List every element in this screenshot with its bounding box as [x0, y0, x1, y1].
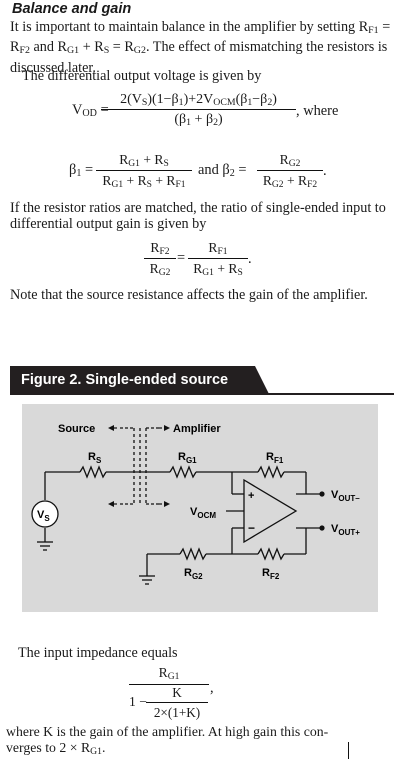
- paragraph-impedance: The input impedance equals: [18, 645, 178, 661]
- figure-panel: Source Amplifier RS RG1 RF1 RG2 RF2 VOCM…: [22, 404, 378, 612]
- figure-divider: [10, 393, 394, 395]
- rs-label: RS: [88, 451, 102, 465]
- minus-sign: −: [248, 521, 255, 535]
- vout-minus-label: VOUT–: [331, 489, 360, 503]
- text-cursor: [348, 742, 349, 759]
- paragraph-gain-k: where K is the gain of the amplifier. At…: [6, 724, 329, 758]
- vocm-label: VOCM: [190, 506, 216, 520]
- paragraph-ratio: If the resistor ratios are matched, the …: [10, 200, 386, 233]
- vs-label: VS: [37, 509, 50, 523]
- ground-icon: [37, 541, 155, 585]
- circuit-diagram: Source Amplifier RS RG1 RF1 RG2 RF2 VOCM…: [31, 423, 360, 585]
- voltage-source-icon: [31, 500, 59, 528]
- figure-title: Figure 2. Single-ended source: [10, 366, 269, 394]
- paragraph-differential: The differential output voltage is given…: [22, 68, 262, 84]
- rg1-label: RG1: [178, 451, 197, 465]
- paragraph-note: Note that the source resistance affects …: [10, 287, 368, 303]
- rf1-label: RF1: [266, 451, 284, 465]
- amplifier-label: Amplifier: [173, 423, 221, 435]
- section-heading: Balance and gain: [12, 1, 132, 17]
- rf2-label: RF2: [262, 567, 280, 581]
- rg2-label: RG2: [184, 567, 203, 581]
- plus-sign: +: [248, 490, 254, 502]
- paragraph-balance: It is important to maintain balance in t…: [10, 19, 391, 76]
- vout-plus-label: VOUT+: [331, 523, 360, 537]
- source-label: Source: [58, 423, 95, 435]
